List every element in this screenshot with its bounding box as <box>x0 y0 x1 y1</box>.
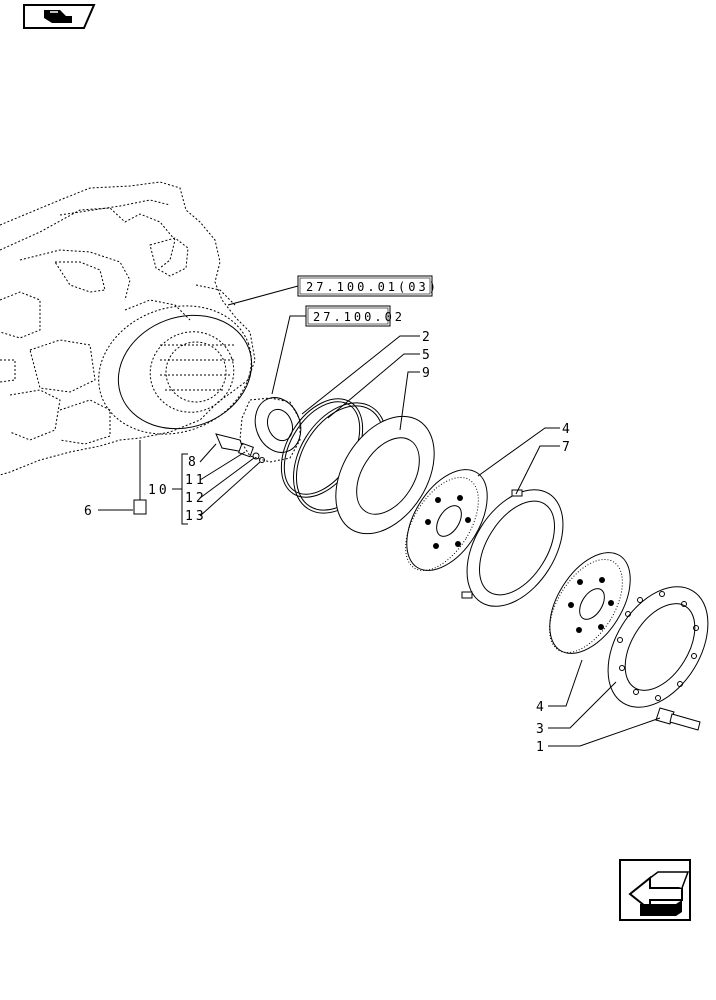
callout-3: 3 <box>536 722 547 737</box>
callout-9: 9 <box>422 366 433 381</box>
reference-box-27-100-02[interactable]: 27.100.02 <box>305 305 405 327</box>
callout-5: 5 <box>422 348 433 363</box>
reference-label-a: 27.100.01(03) <box>306 280 439 294</box>
valve-assembly <box>215 433 265 463</box>
callout-10: 10 <box>148 483 170 498</box>
callout-4-bottom: 4 <box>536 700 547 715</box>
reference-box-27-100-01-03[interactable]: 27.100.01(03) <box>297 275 439 297</box>
callout-4-top: 4 <box>562 422 573 437</box>
part-6-pin <box>98 440 147 515</box>
leader-lines <box>172 335 661 747</box>
book-page-icon[interactable] <box>23 4 96 29</box>
return-arrow-icon[interactable] <box>619 859 691 921</box>
part-9-disc <box>335 415 435 535</box>
reference-label-b: 27.100.02 <box>313 310 405 324</box>
part-3-cover-plate <box>607 586 709 708</box>
callout-13: 13 <box>185 509 207 524</box>
callout-2: 2 <box>422 330 433 345</box>
part-4-friction-disc-upper <box>405 469 488 572</box>
callout-6: 6 <box>84 504 95 519</box>
callout-12: 12 <box>185 491 207 506</box>
callout-8: 8 <box>188 455 199 470</box>
callout-1: 1 <box>536 740 547 755</box>
part-1-bolt <box>655 707 701 731</box>
part-4-friction-disc-lower <box>549 552 631 654</box>
callout-7: 7 <box>562 440 573 455</box>
callout-11: 11 <box>185 473 207 488</box>
transmission-housing <box>0 181 256 476</box>
brake-piston <box>239 397 302 463</box>
